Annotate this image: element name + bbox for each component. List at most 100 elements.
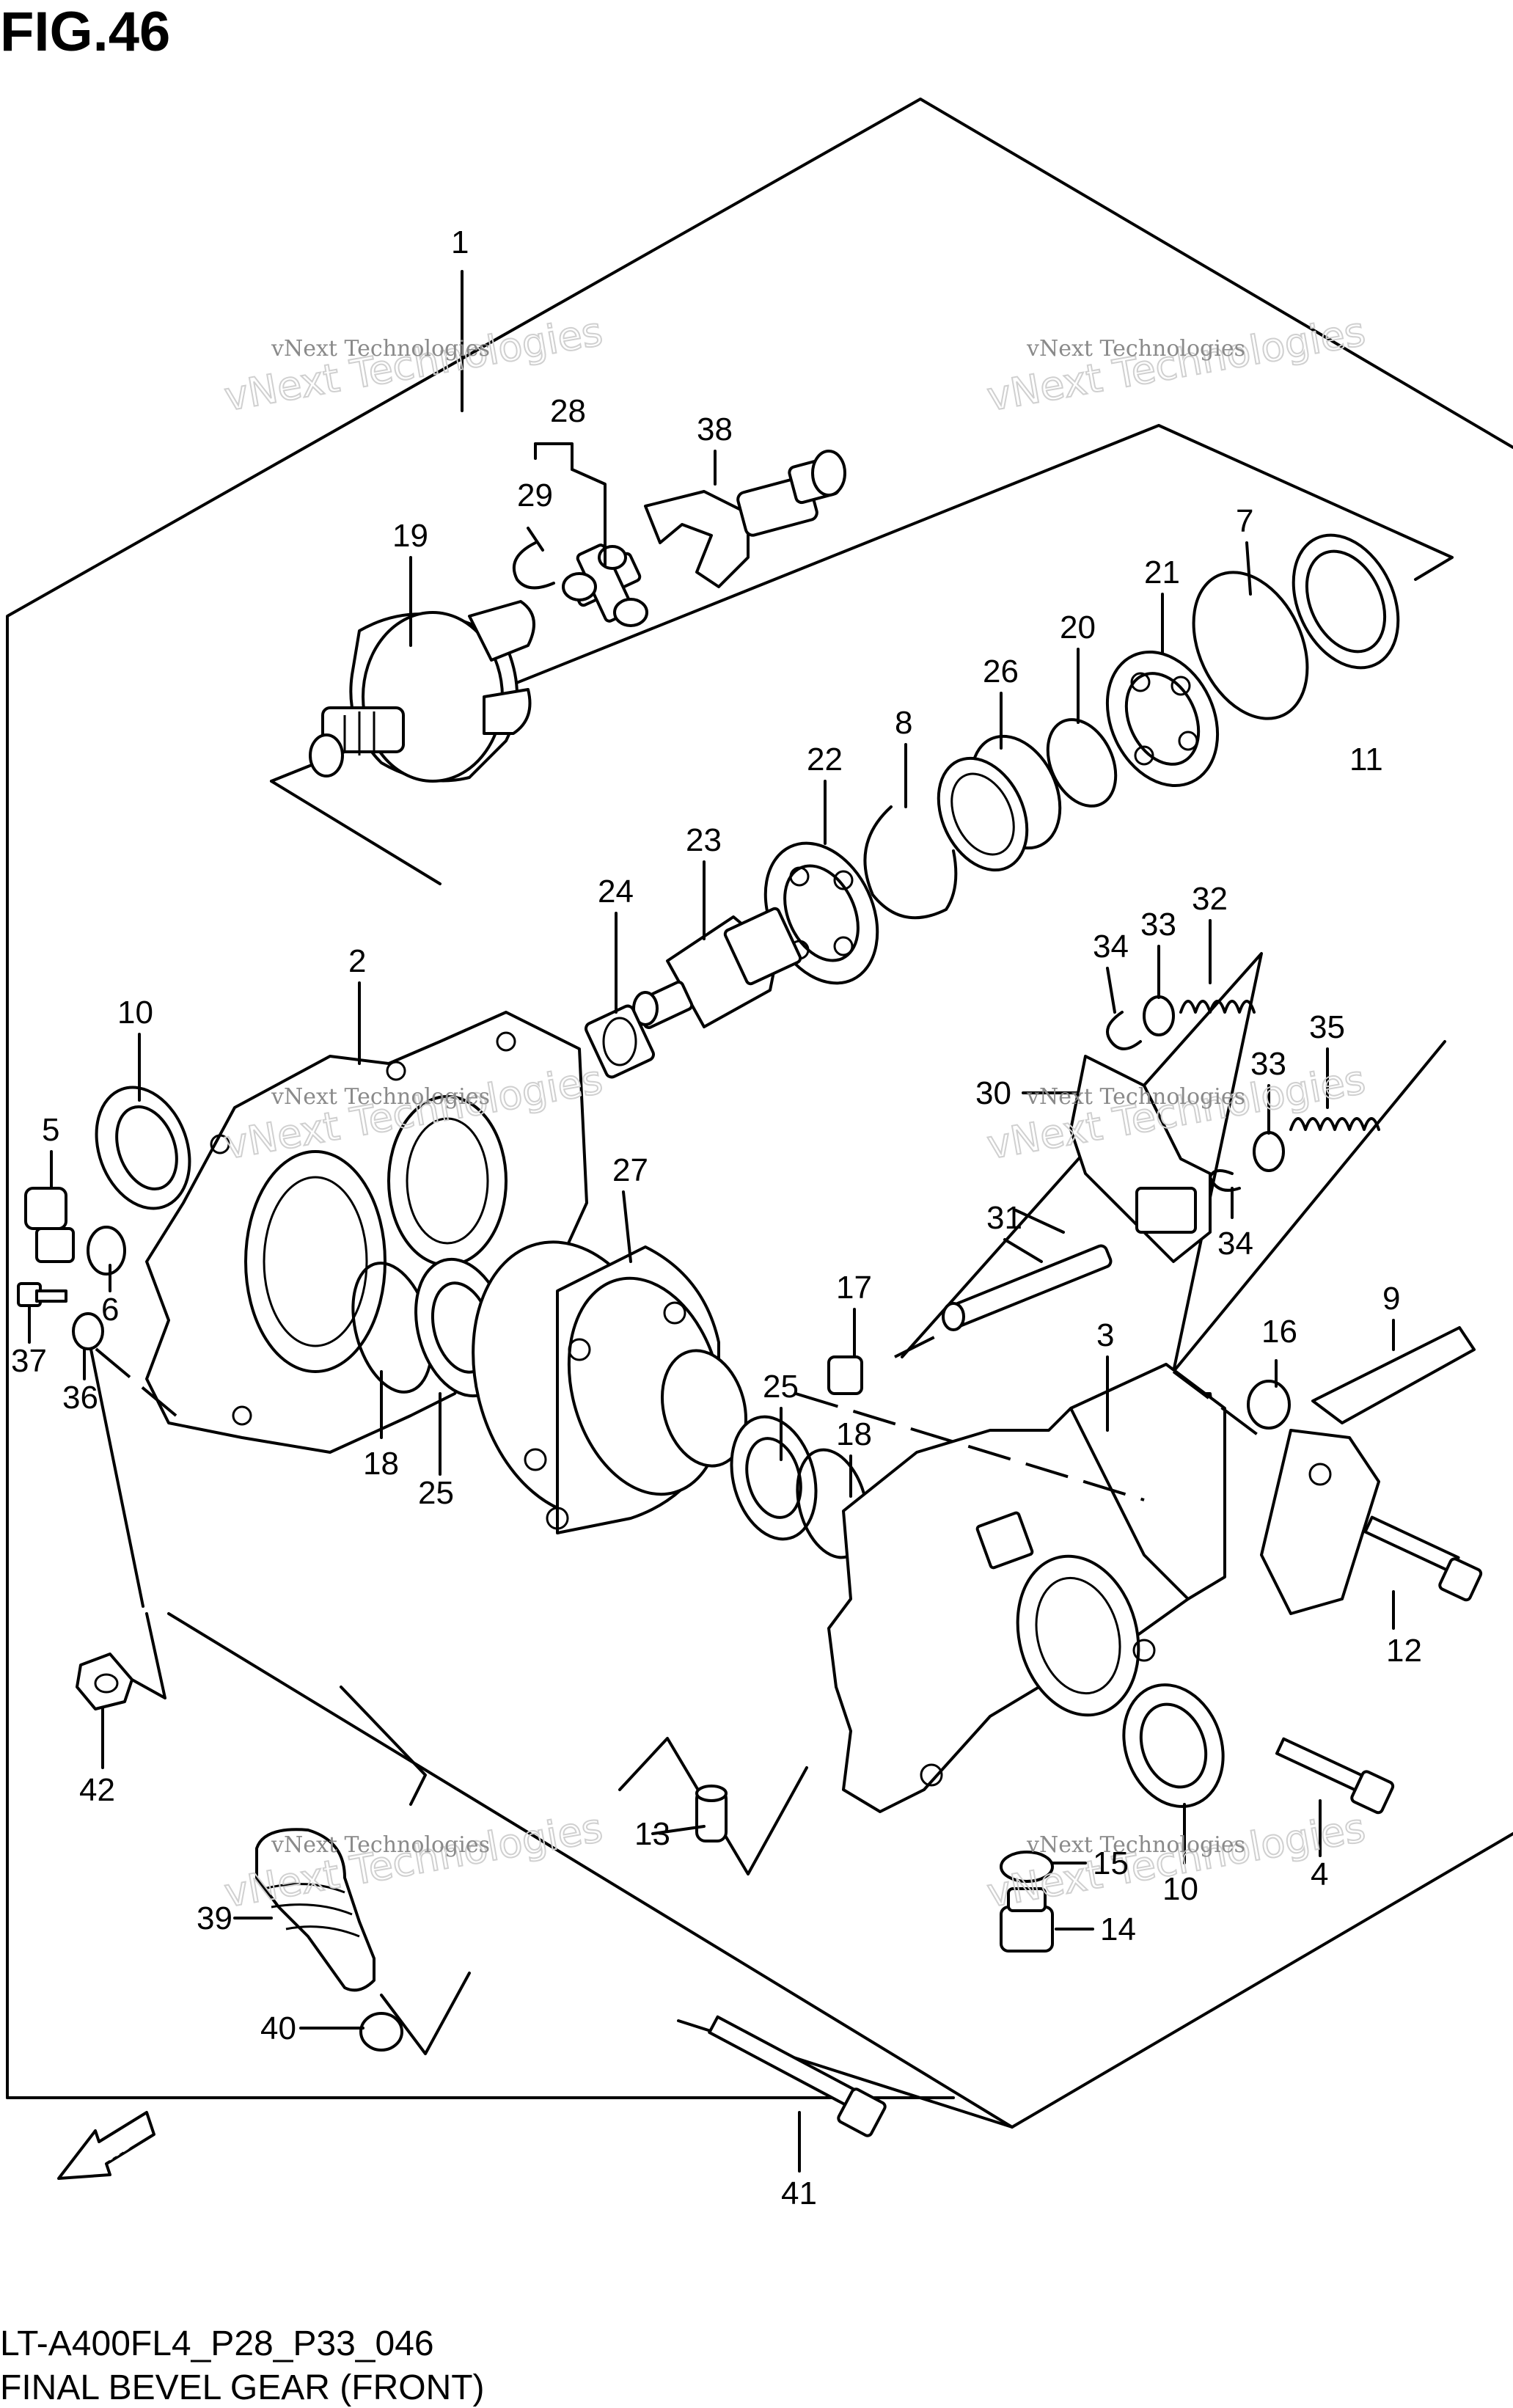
part-30-shift-fork	[1069, 1055, 1212, 1263]
svg-text:vNext Technologies: vNext Technologies	[271, 1084, 490, 1110]
callout-30: 30	[975, 1075, 1011, 1111]
callout-31: 31	[986, 1200, 1022, 1236]
part-25-bearing-right	[730, 1415, 818, 1541]
part-31-shift-shaft	[942, 1244, 1113, 1331]
callout-32: 32	[1192, 881, 1228, 917]
part-3-rear-case	[827, 1363, 1226, 1813]
part-13-dowel-pin	[695, 1785, 728, 1842]
upper-subframe	[270, 424, 1454, 885]
callout-9: 9	[1382, 1281, 1400, 1317]
part-12-bolt	[1363, 1515, 1483, 1602]
callout-6: 6	[101, 1292, 119, 1328]
part-39-boot	[255, 1828, 375, 1992]
part-19-flange-yoke	[309, 600, 535, 783]
part-16-bushing	[1247, 1380, 1291, 1430]
fwd-arrow-icon: FWD	[57, 2111, 155, 2180]
callout-35: 35	[1309, 1009, 1345, 1045]
part-23-drive-pinion	[632, 907, 802, 1029]
callout-24: 24	[598, 874, 634, 910]
part-28-universal-joint	[562, 544, 648, 627]
callout-17: 17	[836, 1270, 872, 1306]
svg-text:vNext Technologies: vNext Technologies	[271, 1832, 490, 1858]
callout-40: 40	[260, 2010, 296, 2046]
leader-lines	[28, 270, 1395, 2173]
callout-16: 16	[1261, 1314, 1297, 1350]
callout-34-upper: 34	[1093, 929, 1129, 965]
leader-42	[131, 1612, 166, 1699]
callout-18-right: 18	[836, 1416, 872, 1452]
part-34-clip-lower	[1209, 1169, 1241, 1192]
callout-18-left: 18	[363, 1446, 399, 1482]
model-code: LT-A400FL4_P28_P33_046	[0, 2324, 434, 2363]
part-35-spring	[1289, 1117, 1380, 1131]
svg-text:vNext Technologies: vNext Technologies	[1026, 336, 1245, 362]
part-24-needle-bearing	[585, 1004, 655, 1079]
callout-19: 19	[392, 518, 428, 554]
callout-21: 21	[1144, 555, 1180, 590]
callout-15: 15	[1093, 1845, 1129, 1881]
callout-2: 2	[348, 943, 366, 979]
alignment-dashes	[87, 1333, 1263, 1501]
part-10-oil-seal-upper	[95, 1086, 191, 1210]
part-17-collar	[827, 1355, 863, 1395]
part-40-clamp	[359, 2012, 403, 2052]
part-38-yoke-shaft	[644, 450, 846, 588]
callout-26: 26	[983, 654, 1019, 689]
callout-33-upper: 33	[1140, 907, 1176, 943]
part-11-oil-seal	[1292, 533, 1400, 670]
part-6-gasket	[87, 1226, 126, 1276]
part-10-oil-seal-lower	[1122, 1683, 1225, 1808]
svg-text:vNext Technologies: vNext Technologies	[1026, 1832, 1245, 1858]
figure-caption: FINAL BEVEL GEAR (FRONT)	[0, 2368, 485, 2407]
callout-8: 8	[895, 705, 912, 741]
callout-34-lower: 34	[1217, 1226, 1253, 1262]
callout-37: 37	[11, 1343, 47, 1379]
callout-13: 13	[634, 1816, 670, 1852]
figure-title: FIG.46	[0, 1, 171, 63]
callout-7: 7	[1236, 503, 1253, 539]
part-9-bracket	[1260, 1326, 1476, 1615]
callout-39: 39	[197, 1900, 232, 1936]
part-34-clip-upper	[1106, 1011, 1142, 1050]
callout-5: 5	[42, 1112, 59, 1148]
part-37-bolt	[17, 1282, 67, 1307]
callout-1: 1	[451, 224, 469, 260]
leader-40-41	[380, 1972, 471, 2055]
part-33-washer-lower	[1253, 1131, 1285, 1172]
part-21-bearing	[1105, 650, 1220, 788]
part-4-bolt	[1275, 1737, 1395, 1815]
callout-4: 4	[1311, 1856, 1328, 1892]
callout-11: 11	[1349, 742, 1383, 777]
callout-23: 23	[686, 822, 722, 858]
part-27-differential-ring-gear	[472, 1240, 748, 1534]
callout-27: 27	[612, 1152, 648, 1188]
callout-12: 12	[1386, 1633, 1422, 1669]
part-29-circlip	[513, 541, 555, 590]
callout-labels: 1 2 3 4 5 6 7 8 9 10 10 11 12 13 14 15 1…	[11, 224, 1422, 2211]
callout-22: 22	[807, 742, 843, 777]
part-15-gasket	[1000, 1851, 1054, 1883]
callout-29: 29	[517, 477, 553, 513]
svg-text:vNext Technologies: vNext Technologies	[1026, 1084, 1245, 1110]
leader-39-40	[340, 1686, 427, 1806]
callout-25-left: 25	[418, 1475, 454, 1511]
part-7-circlip	[1192, 571, 1309, 720]
part-41-bolt	[708, 2015, 887, 2137]
callout-20: 20	[1060, 610, 1096, 645]
part-5-plug	[24, 1187, 75, 1263]
svg-text:vNext Technologies: vNext Technologies	[271, 336, 490, 362]
callout-3: 3	[1096, 1317, 1114, 1353]
svg-text:vNext Technologies: vNext Technologies	[983, 308, 1369, 420]
svg-text:vNext Technologies: vNext Technologies	[221, 1804, 606, 1917]
callout-38: 38	[697, 411, 733, 447]
callout-36: 36	[62, 1380, 98, 1416]
callout-33-lower: 33	[1250, 1046, 1286, 1082]
assembly-frame	[6, 98, 1513, 2129]
callout-14: 14	[1100, 1911, 1136, 1947]
callout-10-lower: 10	[1162, 1871, 1198, 1907]
part-32-spring	[1179, 1000, 1256, 1014]
leader-42b	[87, 1333, 144, 1608]
callout-41: 41	[781, 2175, 817, 2211]
part-14-plug	[1000, 1887, 1054, 1953]
callout-28: 28	[550, 393, 586, 429]
